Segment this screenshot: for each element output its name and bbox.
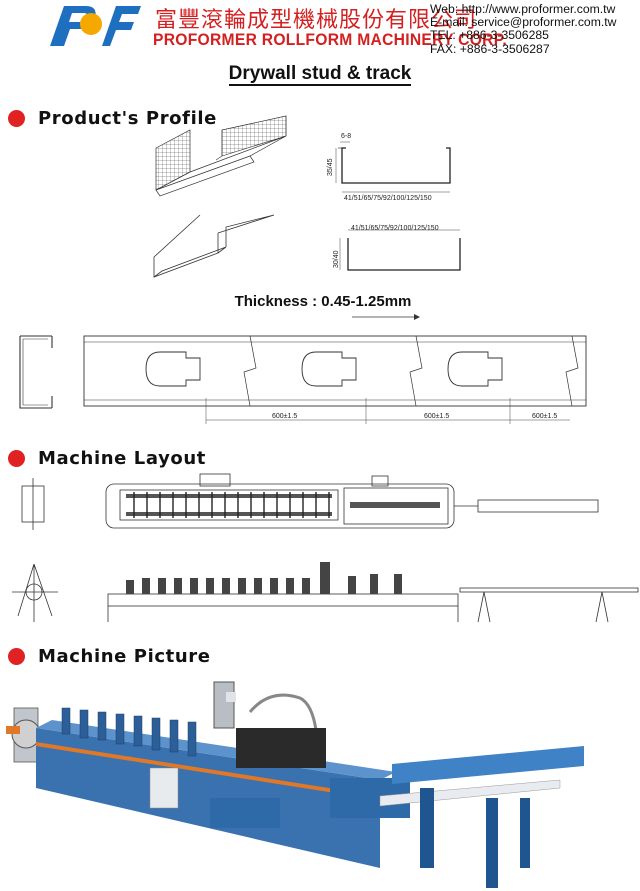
website-link[interactable]: Web: http://www.proformer.com.tw bbox=[430, 2, 616, 16]
machine-photo bbox=[6, 681, 584, 888]
email-link[interactable]: E-mail: service@proformer.com.tw bbox=[430, 15, 617, 30]
stud-widths-label: 41/51/65/75/92/100/125/150 bbox=[344, 195, 432, 202]
bullet-dot-icon bbox=[8, 449, 25, 467]
stud-section-drawing: 35/45 6-8 41/51/65/75/92/100/125/150 bbox=[327, 133, 451, 202]
contact-block: Web: http://www.proformer.com.tw E-mail:… bbox=[430, 2, 617, 56]
stud-height-label: 35/45 bbox=[327, 158, 334, 176]
track-isometric-drawing bbox=[153, 214, 275, 278]
section-heading-profile: Product's Profile bbox=[8, 107, 217, 129]
company-name-chinese: 富豐滾輪成型機械股份有限公司 bbox=[155, 8, 478, 33]
bullet-dot-icon bbox=[8, 647, 25, 665]
hole-pitch-label-2: 600±1.5 bbox=[424, 413, 449, 420]
pf-logo-icon bbox=[50, 6, 141, 46]
company-name-english: PROFORMER ROLLFORM MACHINERY CORP. bbox=[153, 30, 508, 49]
section-heading-layout: Machine Layout bbox=[8, 447, 206, 469]
machine-plan-view-drawing bbox=[21, 473, 599, 530]
thickness-spec: Thickness : 0.45-1.25mm bbox=[234, 293, 412, 310]
stud-flange-label: 6-8 bbox=[341, 133, 351, 140]
fax-number: FAX: +886-3-3506287 bbox=[430, 41, 550, 56]
punching-layout-drawing: 600±1.5 600±1.5 600±1.5 bbox=[19, 335, 587, 424]
track-height-label: 30/40 bbox=[333, 250, 340, 268]
track-widths-label: 41/51/65/75/92/100/125/150 bbox=[351, 225, 439, 232]
page-title: Drywall stud & track bbox=[228, 63, 412, 86]
track-section-drawing: 41/51/65/75/92/100/125/150 30/40 bbox=[333, 225, 461, 271]
hole-pitch-label-3: 600±1.5 bbox=[532, 413, 557, 420]
hole-pitch-label-1: 600±1.5 bbox=[272, 413, 297, 420]
stud-mesh-isometric-drawing bbox=[155, 115, 287, 197]
company-logo bbox=[46, 2, 142, 48]
section-heading-picture: Machine Picture bbox=[8, 645, 211, 667]
feed-direction-arrow bbox=[352, 314, 420, 320]
section-label: Product's Profile bbox=[38, 107, 217, 129]
machine-side-view-drawing bbox=[12, 562, 639, 623]
section-label: Machine Picture bbox=[38, 645, 211, 667]
bullet-dot-icon bbox=[8, 109, 25, 127]
section-label: Machine Layout bbox=[38, 447, 206, 469]
telephone-number: TEL: +886-3-3506285 bbox=[430, 28, 549, 43]
